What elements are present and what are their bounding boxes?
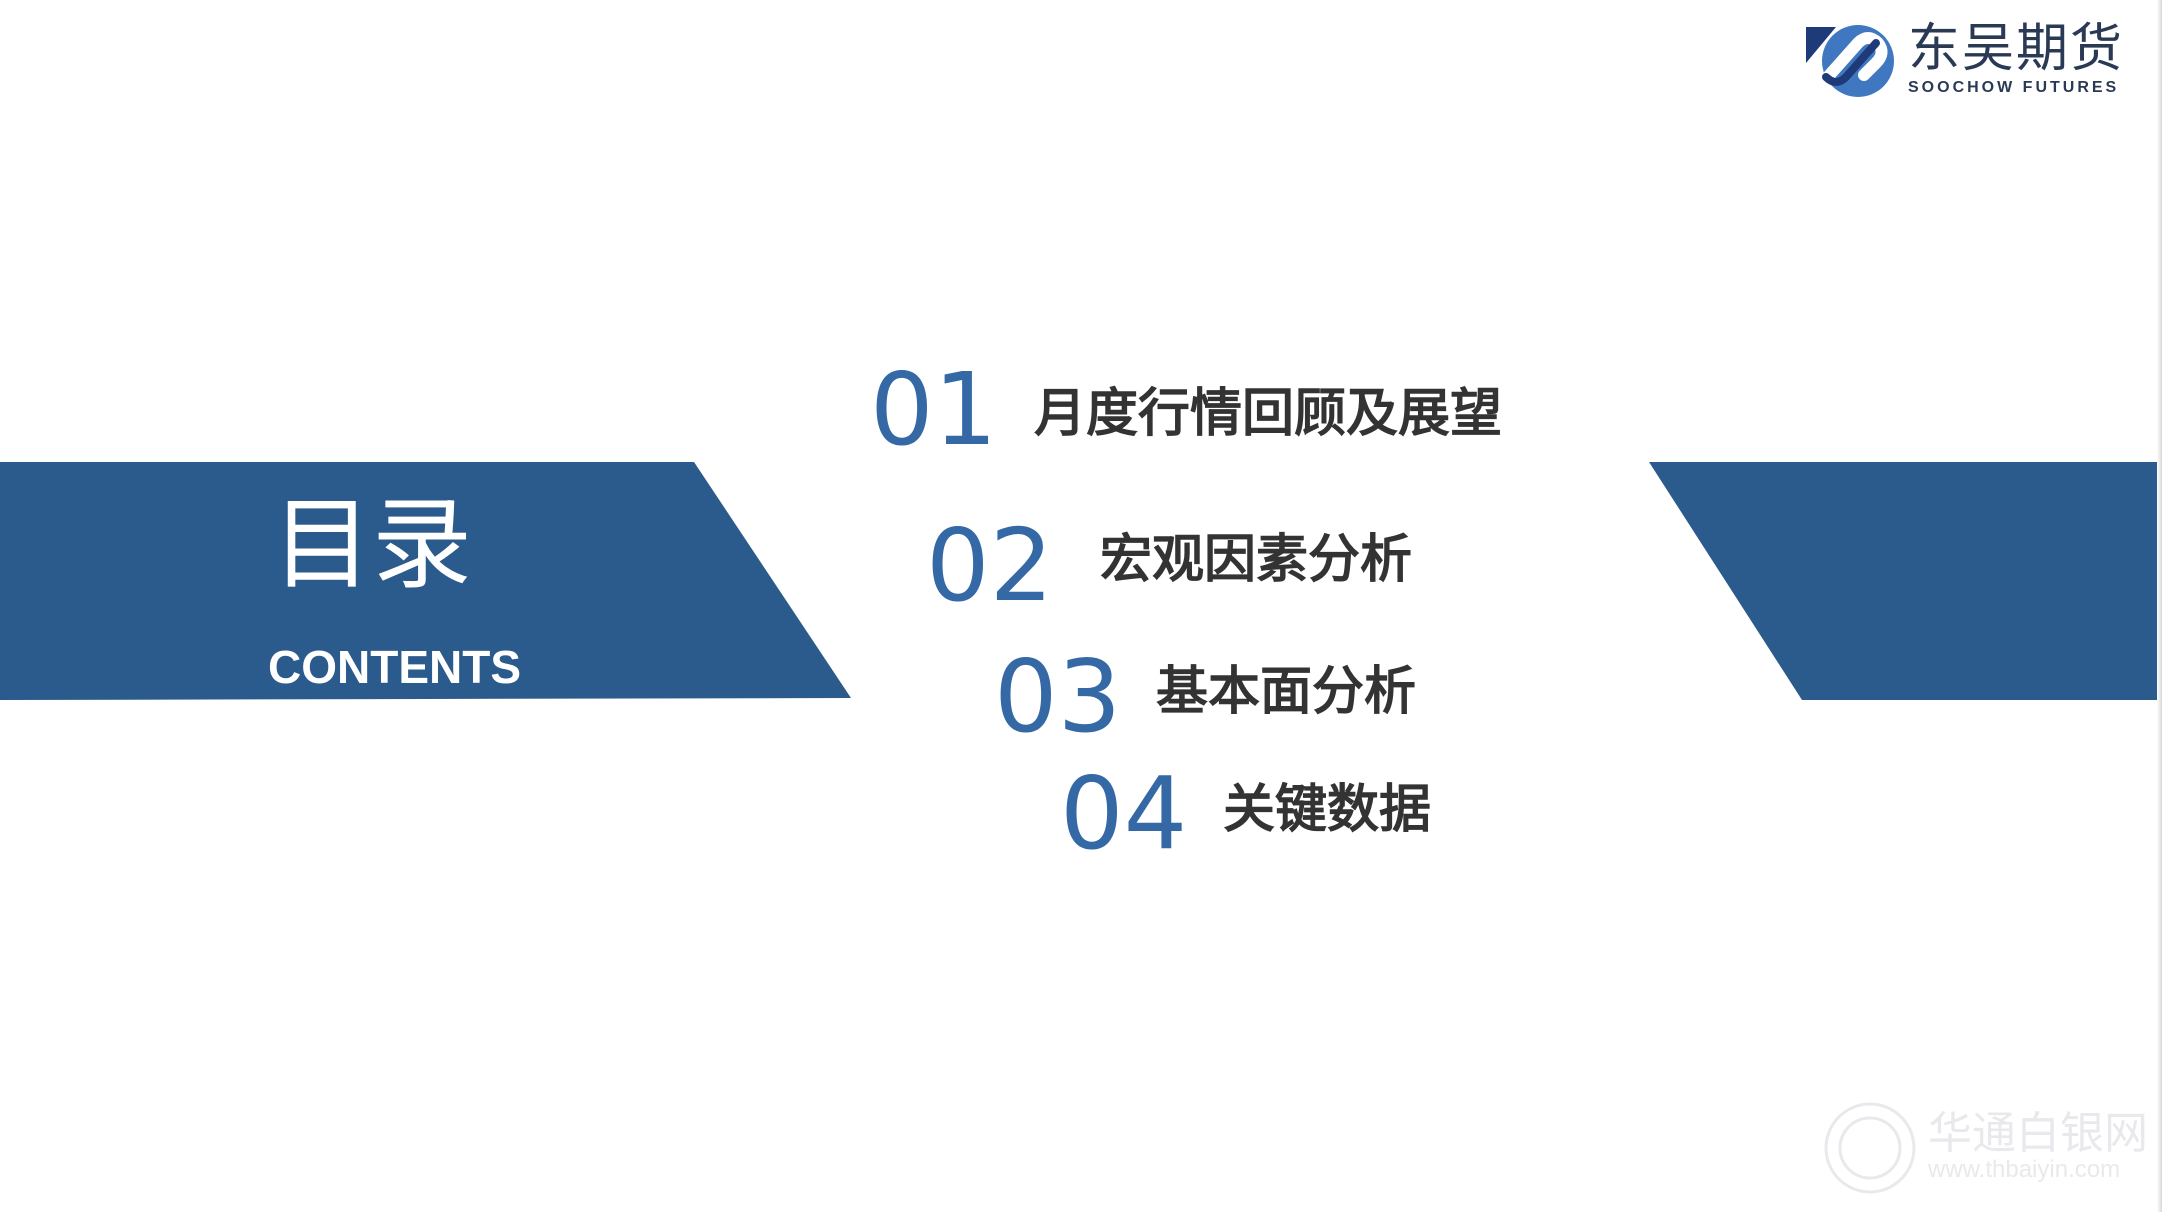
item-number-2: 02 [926,507,1054,624]
right-banner [1649,462,2162,700]
page-edge-shadow [2157,0,2162,1212]
item-label-3: 基本面分析 [1156,662,1417,722]
item-number-4: 04 [1060,755,1188,872]
item-number-1: 01 [870,351,998,468]
item-number-3: 03 [994,638,1122,755]
logo-text-en: SOOCHOW FUTURES [1908,79,2120,96]
contents-title-cn: 目录 [272,486,472,603]
watermark: 华通白银网 www.thbaiyin.com [1822,1100,2148,1196]
watermark-logo-icon [1824,1102,1916,1194]
watermark-text-cn: 华通白银网 [1928,1108,2148,1159]
watermark-text-en: www.thbaiyin.com [1928,1156,2121,1183]
contents-title-en: CONTENTS [268,641,521,693]
company-logo: 东吴期货 SOOCHOW FUTURES [1806,23,2124,97]
soochow-logo-icon [1806,23,1898,97]
item-label-4: 关键数据 [1223,780,1432,840]
logo-text-cn: 东吴期货 [1908,19,2125,79]
left-banner [0,462,851,700]
item-label-1: 月度行情回顾及展望 [1034,384,1503,444]
item-label-2: 宏观因素分析 [1100,530,1413,590]
